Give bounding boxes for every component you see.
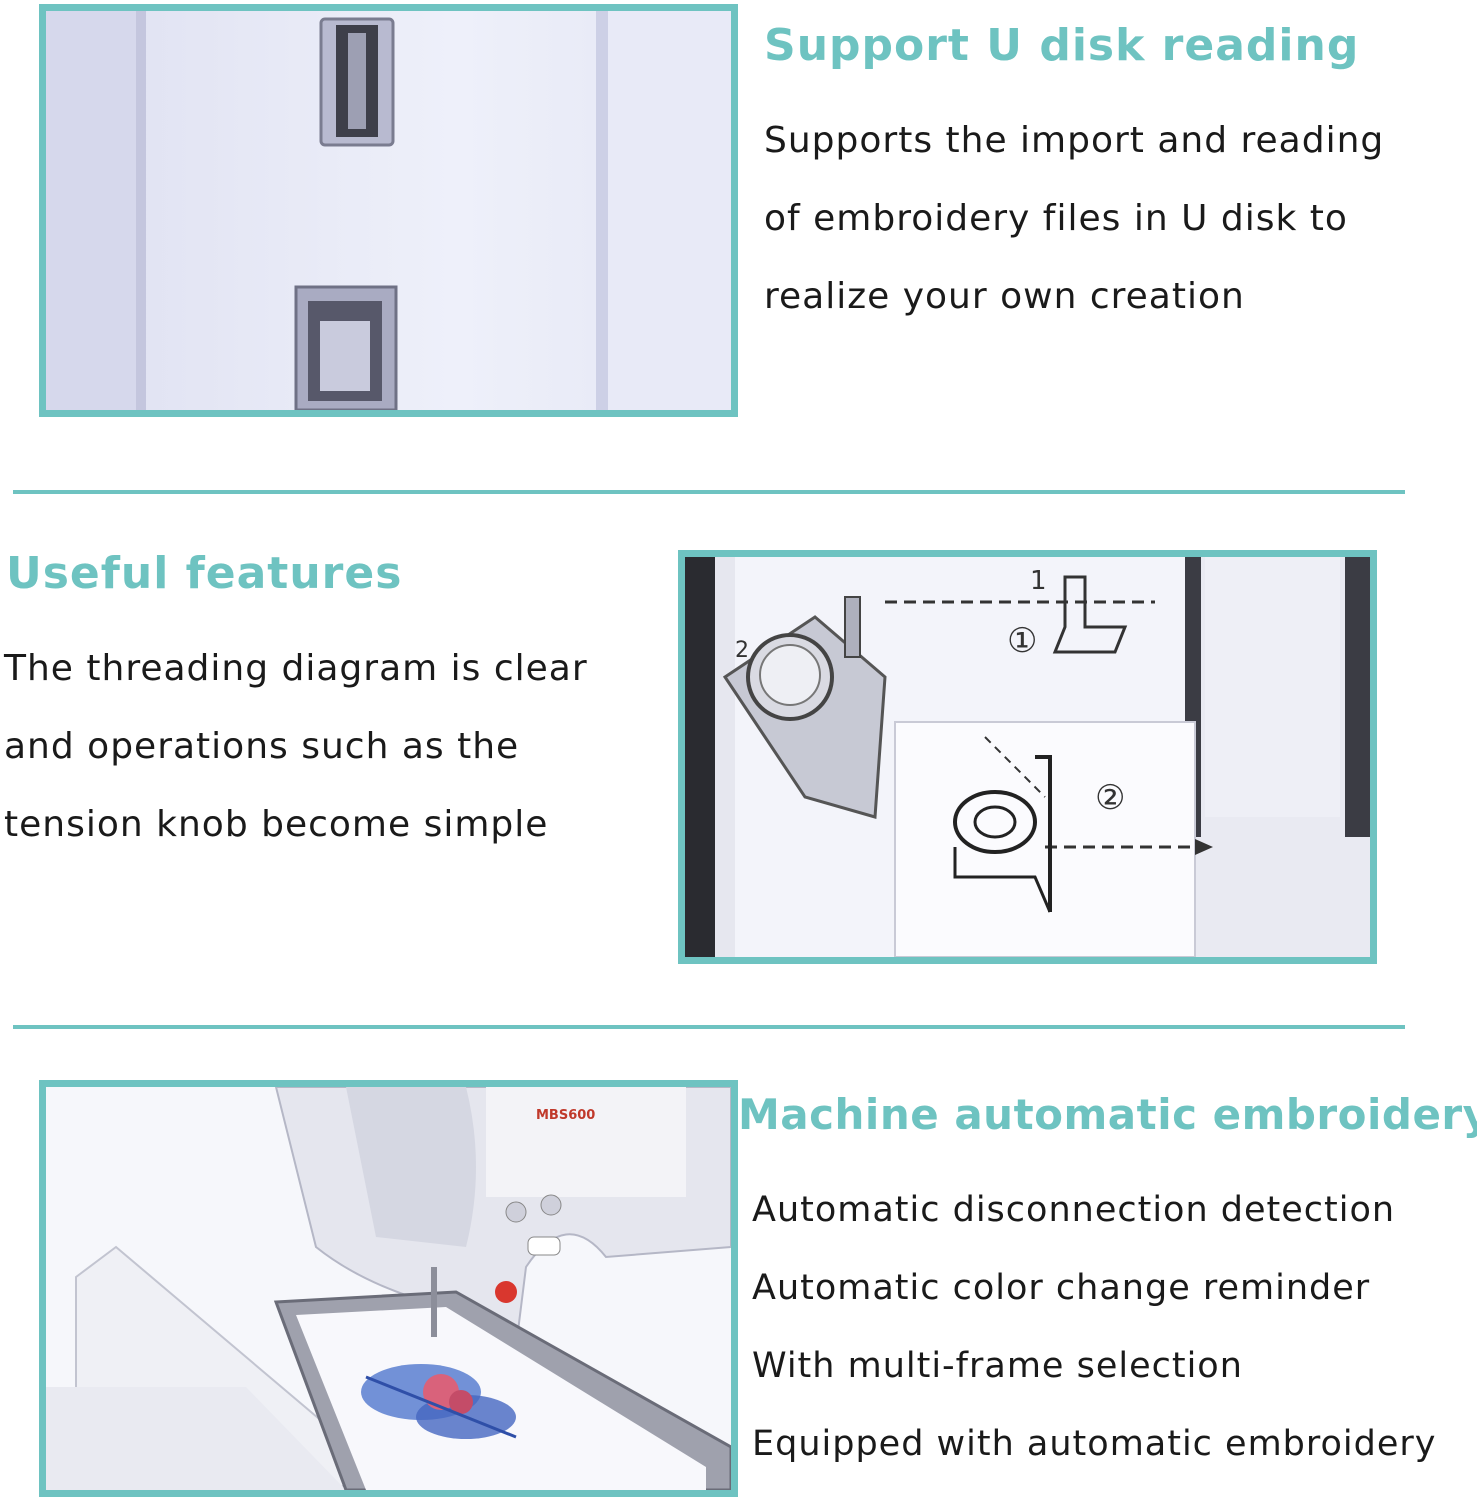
embroidery-feature-line: Automatic color change reminder: [752, 1268, 1371, 1308]
usb-ports-illustration: [46, 11, 731, 410]
section-heading-features: Useful features: [6, 548, 403, 599]
flower-embroidery-icon: [361, 1364, 517, 1439]
embroidery-machine-photo: MBS600: [39, 1080, 738, 1497]
tension-knob-icon: [722, 596, 887, 819]
threading-diagram-illustration: 1 ① ② 2: [685, 557, 1370, 957]
section-heading-embroidery: Machine automatic embroidery: [738, 1090, 1477, 1139]
embroidery-feature-line: Automatic disconnection detection: [752, 1190, 1396, 1230]
features-description-line: tension knob become simple: [4, 804, 549, 845]
usb-ports-photo: [39, 4, 738, 417]
features-description-line: The threading diagram is clear: [4, 648, 588, 689]
features-description-line: and operations such as the: [4, 726, 520, 767]
embroidery-feature-line: With multi-frame selection: [752, 1346, 1243, 1386]
diagram-label-circled-1: ①: [1007, 621, 1037, 661]
diagram-label-circled-2: ②: [1095, 778, 1125, 818]
machine-model-label: MBS600: [536, 1108, 595, 1123]
usb-description-line: realize your own creation: [764, 276, 1245, 317]
embroidery-hoop-icon: [273, 1290, 731, 1490]
usb-description-line: of embroidery files in U disk to: [764, 198, 1348, 239]
usb-description-line: Supports the import and reading: [764, 120, 1385, 161]
diagram-label-2: 2: [735, 638, 749, 663]
section-divider: [13, 490, 1405, 494]
section-divider: [13, 1025, 1405, 1029]
thread-guide-2-icon: [953, 755, 1052, 913]
embroidery-feature-line: Equipped with automatic embroidery: [752, 1424, 1437, 1464]
usb-a-port-icon: [319, 17, 395, 147]
usb-b-port-icon: [294, 285, 398, 410]
section-heading-usb: Support U disk reading: [764, 20, 1360, 71]
threading-diagram-photo: 1 ① ② 2: [678, 550, 1377, 964]
embroidery-machine-illustration: MBS600: [46, 1087, 731, 1490]
diagram-label-1: 1: [1030, 566, 1047, 596]
